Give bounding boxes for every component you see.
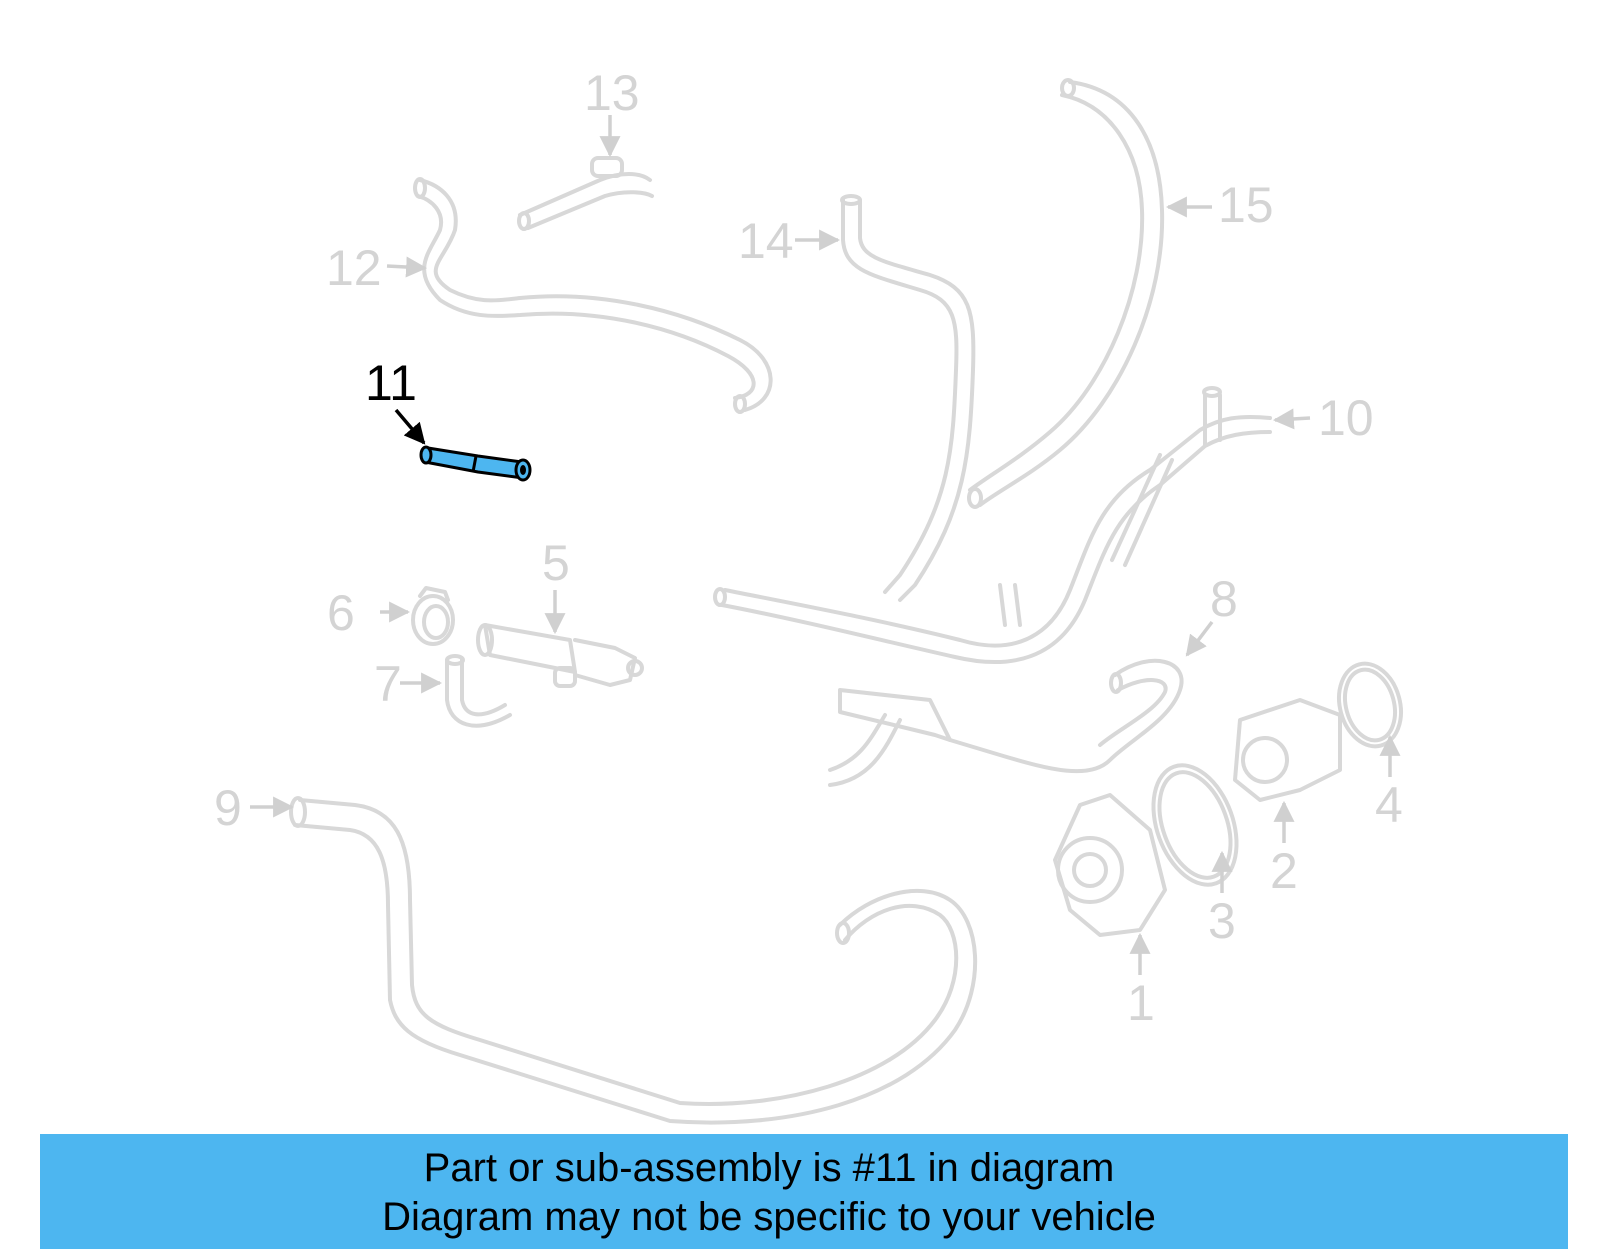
caption-line-2: Diagram may not be specific to your vehi… xyxy=(382,1195,1156,1239)
arrow-10 xyxy=(1272,408,1311,430)
hose-15 xyxy=(967,78,1165,509)
housing-2 xyxy=(1233,698,1342,802)
callout-15: 15 xyxy=(1218,177,1274,233)
hose-9 xyxy=(289,796,978,1125)
callout-12: 12 xyxy=(326,240,382,296)
arrow-11 xyxy=(394,408,426,445)
callout-1: 1 xyxy=(1127,975,1155,1031)
water-pump-1 xyxy=(1053,793,1167,937)
callout-13: 13 xyxy=(584,65,640,121)
callout-10: 10 xyxy=(1318,390,1374,446)
hose-8 xyxy=(828,658,1184,787)
callout-7: 7 xyxy=(374,656,402,712)
pipe-10 xyxy=(713,386,1272,664)
parts-diagram: 1 2 3 4 5 6 7 8 9 10 11 12 13 14 15 xyxy=(214,65,1403,1125)
caption-bar: Part or sub-assembly is #11 in diagram D… xyxy=(40,1134,1568,1249)
callout-6: 6 xyxy=(327,585,355,641)
callout-5: 5 xyxy=(542,535,570,591)
hose-12 xyxy=(413,177,773,414)
hose-11-highlighted[interactable] xyxy=(419,445,532,482)
hose-14 xyxy=(840,194,976,602)
hose-7 xyxy=(445,654,512,728)
callout-8: 8 xyxy=(1210,571,1238,627)
callout-14: 14 xyxy=(738,213,794,269)
callout-9: 9 xyxy=(214,780,242,836)
gasket-4 xyxy=(1337,661,1403,749)
callout-4: 4 xyxy=(1375,777,1403,833)
gasket-3 xyxy=(1151,763,1239,887)
callout-2: 2 xyxy=(1270,843,1298,899)
clamp-6 xyxy=(411,586,455,646)
caption-line-1: Part or sub-assembly is #11 in diagram xyxy=(423,1146,1115,1190)
callout-3: 3 xyxy=(1208,893,1236,949)
arrow-12 xyxy=(386,256,428,278)
arrow-8 xyxy=(1185,620,1214,657)
pipe-13 xyxy=(517,156,654,231)
valve-5 xyxy=(476,623,644,688)
callout-11: 11 xyxy=(365,355,417,411)
